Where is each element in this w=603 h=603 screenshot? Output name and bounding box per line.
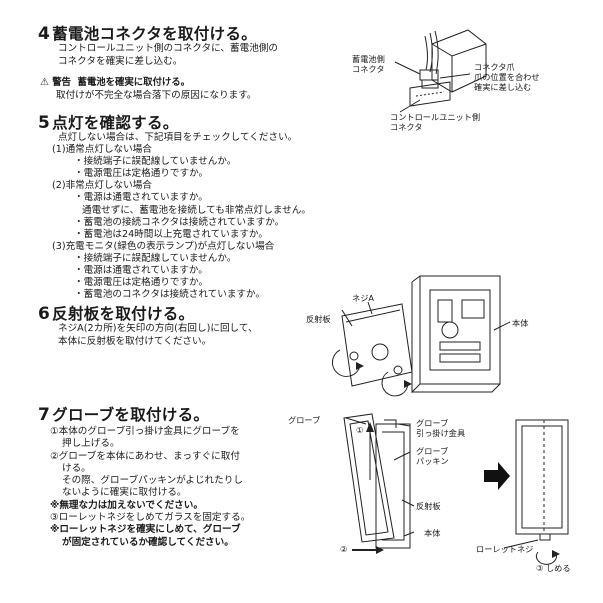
tighten-label: ③ しめる (536, 563, 571, 573)
step5-check-item: ・蓄電池のコネクタは接続されていますか。 (74, 289, 266, 301)
step4-line: コネクタを確実に差し込む。 (58, 55, 183, 67)
step4-text: コントロールユニット側のコネクタに、蓄電池側の コネクタを確実に差し込む。 (58, 43, 278, 68)
warning-text: 取付けが不完全な場合落下の原因になります。 (56, 89, 257, 101)
mark-two: ② (340, 544, 348, 554)
globe-hook-shape (384, 419, 397, 428)
step5-check-item: ・電源電圧は定格通りですか。 (74, 277, 209, 289)
mark-one: ① (356, 425, 364, 435)
step5-case-heading: (2)非常点灯しない場合 (52, 180, 152, 192)
step6-text: ネジA(2カ所)を矢印の方向(右回し)に回して、 本体に反射板を取付けてください… (58, 323, 258, 348)
step6-title: 反射板を取付ける。 (52, 305, 195, 323)
step7-body-label: 本体 (424, 528, 441, 538)
step5-title: 点灯を確認する。 (52, 114, 179, 132)
step4-warning: ⚠ 警告 蓄電池を確実に取付ける。 取付けが不完全な場合落下の原因になります。 (40, 77, 257, 102)
step7-line: その際、グローブパッキンがよじれたりし (62, 475, 243, 487)
step5-check-item: ・蓄電池は24時間以上充電されていますか。 (74, 228, 269, 240)
step7-note: ※無理な力は加えないでください。 (50, 499, 203, 511)
step7-body-shape (375, 423, 411, 549)
arrow-head (366, 422, 374, 432)
globe-label: グローブ (288, 415, 321, 425)
step7-line: ①本体のグローブ引っ掛け金具にグローブを (50, 426, 240, 437)
warning-label: 警告 (52, 77, 71, 88)
step7-line: ②グローブを本体にあわせ、まっすぐに取付 (50, 450, 240, 462)
body-unit-shape (419, 275, 501, 385)
rotate-arrow-left (331, 349, 361, 377)
knurled-screw-label: ローレットネジ (476, 544, 534, 554)
step7-reflector-label: 反射板 (416, 501, 441, 511)
step5-check-item: ・電源電圧は定格通りですか。 (74, 168, 209, 180)
step7-text: ①本体のグローブ引っ掛け金具にグローブを 押し上げる。 ②グローブを本体にあわせ… (50, 426, 250, 549)
step5-check-item: ・電源は通電されていますか。 (74, 265, 208, 277)
warning-triangle-icon: ⚠ (40, 77, 49, 88)
step5-case-heading: (3)充電モニタ(緑色の表示ランプ)が点灯しない場合 (52, 240, 275, 252)
right-arrow-icon (484, 462, 510, 490)
step4-number: 4 (38, 24, 51, 44)
step5-line: 点灯しない場合は、下記項目をチェックしてください。 (58, 132, 298, 143)
control-connector-shape (409, 81, 451, 107)
arrow-head (404, 380, 412, 388)
step5-check-note: 通電せずに、蓄電池を接続しても非常点灯しません。 (82, 204, 311, 216)
packing-label: グローブ パッキン (416, 446, 449, 466)
step7-note: が固定されているか確認してください。 (62, 536, 234, 548)
step7-number: 7 (38, 405, 51, 425)
step7-title: グローブを取付ける。 (52, 406, 210, 424)
step4-title: 蓄電池コネクタを取付ける。 (52, 25, 257, 43)
step5-check-item: ・蓄電池の接続コネクタは接続されていますか。 (74, 216, 285, 228)
reflector-hole-shape (371, 343, 389, 361)
arrow-head (376, 546, 384, 554)
step7-line: ける。 (62, 462, 91, 474)
step5-check-item: ・接続端子に誤配線していませんか。 (74, 252, 237, 264)
step7-line: ないように確実に取付ける。 (62, 487, 187, 499)
step7-note: ※ローレットネジを確実にしめて、グローブ (50, 524, 241, 536)
screw-a-label: ネジA (352, 293, 374, 303)
body-inner-panel (429, 289, 491, 371)
reflector-plate-shape (341, 303, 413, 387)
step6-line: 本体に反射板を取付けてください。 (58, 335, 212, 347)
battery-connector-shape (419, 69, 439, 81)
rotate-arrow-right (381, 371, 409, 397)
step4-line: コントロールユニット側のコネクタに、蓄電池側の (58, 43, 278, 54)
step5-check-item: ・接続端子に誤配線していませんか。 (74, 156, 237, 168)
step5-number: 5 (38, 113, 51, 133)
arrow-head (552, 550, 560, 558)
connector-claw-label: コネクタ爪 爪の位置を合わせ 確実に差し込む (474, 62, 540, 92)
body-component-shape (441, 321, 459, 339)
step7-line: ③ローレットネジをしめてガラスを固定する。 (50, 512, 251, 524)
step7-globe-shape (343, 413, 395, 543)
installed-globe-shape (515, 419, 569, 535)
step5-check-item: ・電源は通電されていますか。 (74, 192, 208, 204)
reflector-label: 反射板 (306, 314, 331, 324)
step6-line: ネジA(2カ所)を矢印の方向(右回し)に回して、 (58, 323, 258, 334)
warning-title: 蓄電池を確実に取付ける。 (77, 77, 191, 88)
step7-line: 押し上げる。 (62, 438, 120, 450)
step6-number: 6 (38, 304, 51, 324)
arrow-head (356, 362, 364, 370)
battery-connector-label: 蓄電池側 コネクタ (352, 54, 385, 74)
control-connector-label: コントロールユニット側 コネクタ (390, 112, 481, 132)
hook-label: グローブ 引っ掛け金具 (416, 418, 466, 438)
step5-checklist: 点灯しない場合は、下記項目をチェックしてください。 (1)通常点灯しない場合 ・… (38, 132, 311, 301)
body-label: 本体 (512, 318, 529, 328)
step5-case-heading: (1)通常点灯しない場合 (52, 144, 152, 156)
